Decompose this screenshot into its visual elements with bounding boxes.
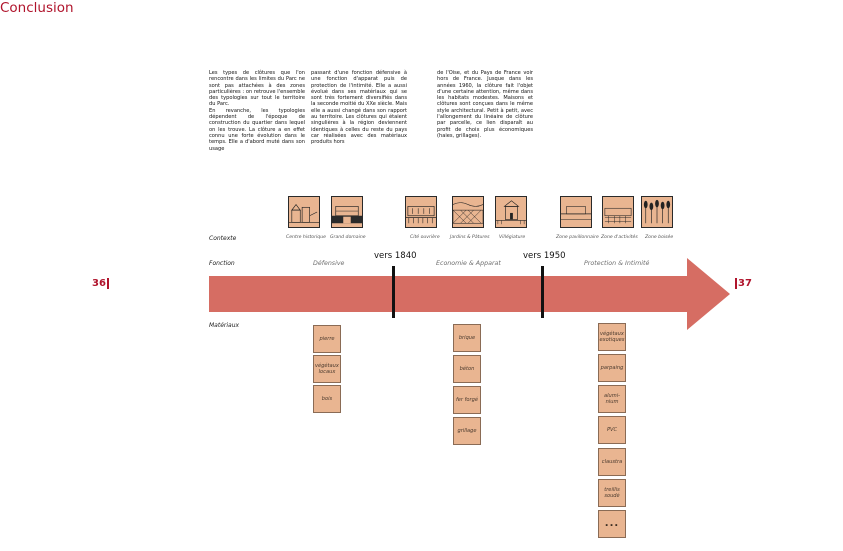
context-label-workers-housing: Cité ouvrière	[410, 235, 440, 240]
row-label-fonction: Fonction	[209, 260, 235, 267]
row-label-materiaux: Matériaux	[209, 322, 240, 329]
function-economie-apparat: Economie & Apparat	[436, 260, 501, 267]
timeline-arrow	[209, 258, 730, 330]
material-box: treillis soudé	[598, 479, 626, 507]
historic-center-icon	[288, 196, 320, 228]
material-box: fer forgé	[453, 386, 481, 414]
material-box-more: ...	[598, 510, 626, 538]
wooded-zone-icon	[641, 196, 673, 228]
era-label-1840: vers 1840	[374, 251, 417, 261]
body-text-column-2: passant d'une fonction défensive à une f…	[311, 70, 407, 146]
suburban-zone-icon	[560, 196, 592, 228]
material-box: claustra	[598, 448, 626, 476]
material-box: pierre	[313, 325, 341, 353]
context-label-historic-center: Centre historique	[286, 235, 326, 240]
era-divider-1840	[392, 266, 395, 318]
material-box: alumi-nium	[598, 385, 626, 413]
material-box: grillage	[453, 417, 481, 445]
material-box: PVC	[598, 416, 626, 444]
body-text-column-3: de l'Oise, et du Pays de France voir hor…	[437, 70, 533, 139]
material-box: brique	[453, 324, 481, 352]
era-label-1950: vers 1950	[523, 251, 566, 261]
context-label-estate: Grand domaine	[330, 235, 366, 240]
material-box: végétaux locaux	[313, 355, 341, 383]
page-number-right: 37	[735, 278, 752, 289]
material-box: béton	[453, 355, 481, 383]
function-protection-intimite: Protection & Intimité	[584, 260, 650, 267]
page-number-left: 36	[92, 278, 109, 289]
garden-fence-icon	[452, 196, 484, 228]
villa-icon	[495, 196, 527, 228]
context-label-wooded: Zone boisée	[645, 235, 674, 240]
material-box: parpaing	[598, 354, 626, 382]
page-title: Conclusion	[0, 0, 74, 16]
era-divider-1950	[541, 266, 544, 318]
business-zone-icon	[602, 196, 634, 228]
material-box: végétaux exotiques	[598, 323, 626, 351]
body-text-column-1: Les types de clôtures que l'on rencontre…	[209, 70, 305, 152]
workers-housing-icon	[405, 196, 437, 228]
context-label-business: Zone d'activités	[601, 235, 638, 240]
row-label-contexte: Contexte	[209, 235, 237, 242]
context-label-villa: Villégiature	[499, 235, 526, 240]
context-label-garden: Jardins & Pâtures	[450, 235, 490, 240]
material-box: bois	[313, 385, 341, 413]
context-label-suburban: Zone pavillonnaire	[556, 235, 599, 240]
estate-icon	[331, 196, 363, 228]
function-defensive: Défensive	[313, 260, 345, 267]
